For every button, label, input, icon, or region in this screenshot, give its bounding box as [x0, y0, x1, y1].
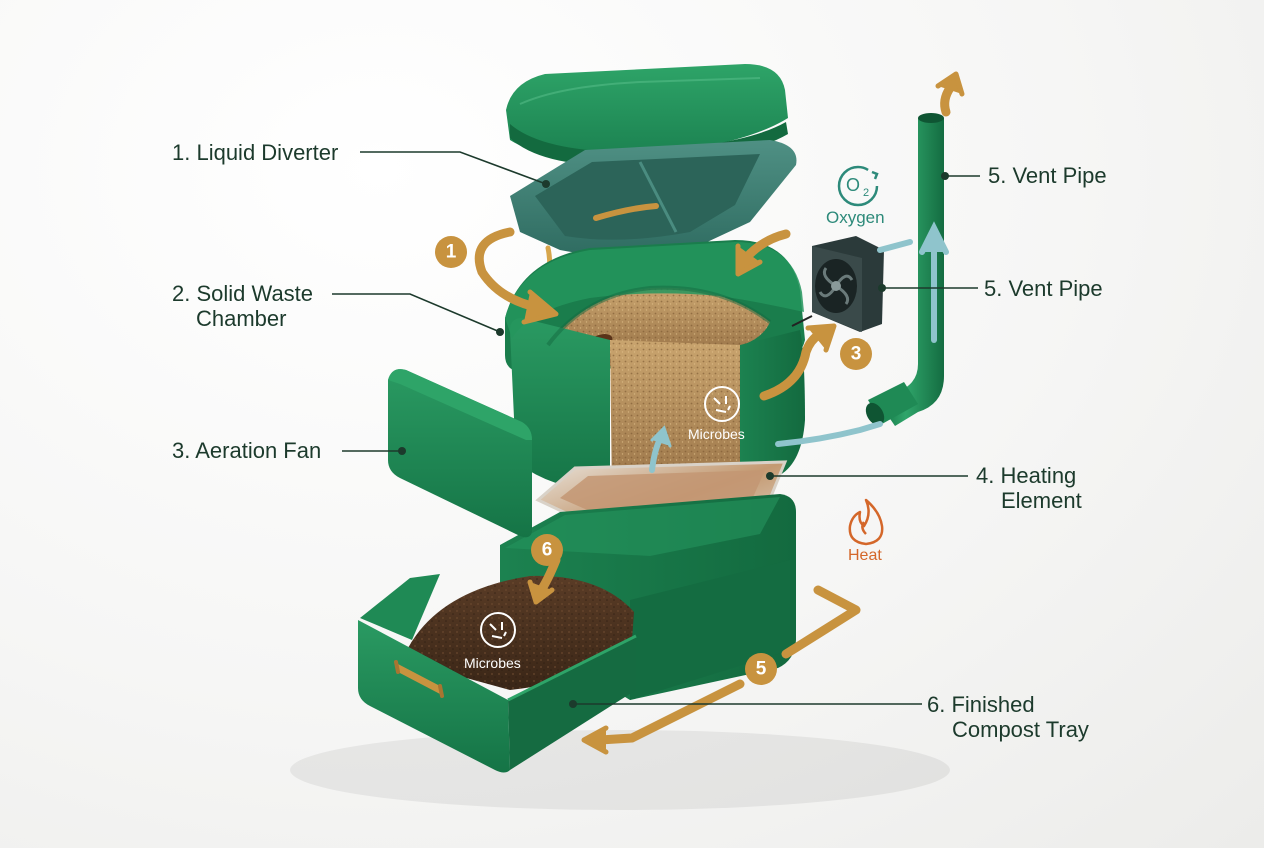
step-badge-3: 3	[840, 338, 872, 370]
leader-dots	[398, 172, 949, 708]
svg-text:5: 5	[756, 659, 767, 680]
flame-icon	[848, 498, 884, 546]
label-vent-pipe-top: 5. Vent Pipe	[988, 163, 1107, 188]
compost-drawer-part	[358, 574, 637, 773]
step-badge-6: 6	[531, 534, 563, 566]
svg-text:3: 3	[851, 344, 862, 365]
microbe-icon	[704, 386, 740, 422]
oxygen-icon: O 2	[837, 165, 879, 207]
svg-text:O: O	[846, 175, 860, 195]
label-liquid-diverter: 1. Liquid Diverter	[172, 140, 339, 165]
step-badge-1: 1	[435, 236, 467, 268]
airflow-arrow-icon	[649, 221, 949, 473]
label-compost-tray: 6. Finished Compost Tray	[927, 692, 1089, 742]
svg-text:6: 6	[542, 540, 553, 561]
step-badge-5: 5	[745, 653, 777, 685]
solid-waste-chamber-part	[505, 240, 805, 494]
microbes-tray-tag: Microbes	[464, 655, 521, 671]
vent-pipe-part	[865, 113, 944, 426]
svg-text:1: 1	[446, 242, 457, 263]
oxygen-tag: Oxygen	[826, 208, 885, 227]
microbe-icon	[480, 612, 516, 648]
label-heating-element: 4. Heating Element	[976, 463, 1082, 513]
leader-lines	[332, 151, 980, 705]
side-panel-part	[388, 369, 532, 538]
heat-tag: Heat	[848, 547, 882, 564]
fan-icon	[791, 236, 884, 332]
label-aeration-fan: 3. Aeration Fan	[172, 438, 322, 463]
flow-arrow-icon	[474, 71, 965, 755]
label-vent-pipe-fan: 5. Vent Pipe	[984, 276, 1103, 301]
label-solid-waste-chamber: 2. Solid Waste Chamber	[172, 281, 314, 331]
microbes-chamber-tag: Microbes	[688, 426, 745, 442]
svg-text:2: 2	[863, 187, 869, 199]
floor-shadow	[290, 730, 950, 810]
